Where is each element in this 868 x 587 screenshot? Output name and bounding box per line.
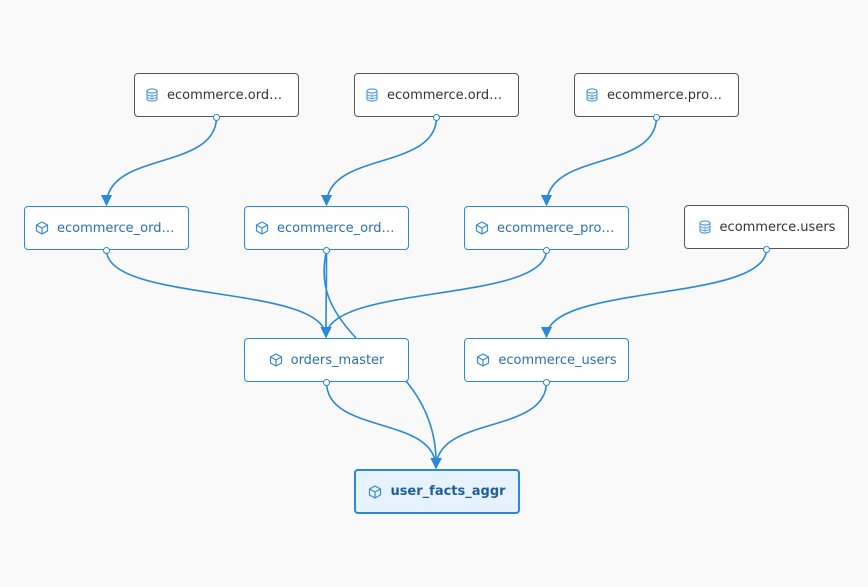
node-src-orders[interactable]: ecommerce.orders bbox=[354, 73, 519, 117]
node-user-facts-aggr[interactable]: user_facts_aggr bbox=[354, 469, 520, 514]
cube-icon bbox=[35, 221, 49, 235]
node-stg-products[interactable]: ecommerce_prod… bbox=[464, 206, 629, 250]
output-port[interactable] bbox=[103, 246, 110, 254]
node-orders-master[interactable]: orders_master bbox=[244, 338, 409, 382]
edge-src_order_items-to-stg_order_items bbox=[100, 116, 218, 207]
node-label: ecommerce.users bbox=[719, 219, 836, 235]
output-port[interactable] bbox=[213, 113, 220, 121]
node-stg-order-items[interactable]: ecommerce_order… bbox=[24, 206, 189, 250]
node-stg-users[interactable]: ecommerce_users bbox=[464, 338, 629, 382]
node-label: ecommerce.prod… bbox=[607, 87, 728, 103]
node-label: ecommerce_users bbox=[498, 352, 617, 368]
cube-icon bbox=[475, 221, 489, 235]
database-icon bbox=[585, 88, 599, 102]
edge-stg_orders-to-user_facts_aggr bbox=[323, 248, 436, 468]
node-label: orders_master bbox=[290, 352, 385, 368]
node-src-order-items[interactable]: ecommerce.order… bbox=[134, 73, 299, 117]
edge-stg_order_items-to-orders_master bbox=[105, 249, 332, 339]
edge-src_products-to-stg_products bbox=[540, 116, 658, 207]
output-port[interactable] bbox=[543, 378, 550, 386]
edge-src_orders-to-stg_orders bbox=[320, 116, 438, 207]
output-port[interactable] bbox=[433, 113, 440, 121]
edge-stg_users-to-user_facts_aggr bbox=[430, 381, 548, 470]
output-port[interactable] bbox=[543, 246, 550, 254]
cube-icon bbox=[368, 484, 382, 499]
database-icon bbox=[145, 88, 159, 102]
node-label: ecommerce_orders bbox=[277, 220, 398, 236]
node-src-users[interactable]: ecommerce.users bbox=[684, 205, 849, 249]
cube-icon bbox=[269, 353, 283, 367]
database-icon bbox=[365, 88, 379, 102]
cube-icon bbox=[476, 353, 490, 367]
edge-src_users-to-stg_users bbox=[540, 248, 768, 339]
edge-orders_master-to-user_facts_aggr bbox=[325, 381, 442, 470]
node-label: ecommerce.orders bbox=[387, 87, 508, 103]
cube-icon bbox=[255, 221, 269, 235]
output-port[interactable] bbox=[323, 378, 330, 386]
node-label: ecommerce_prod… bbox=[497, 220, 618, 236]
database-icon bbox=[698, 220, 712, 234]
node-stg-orders[interactable]: ecommerce_orders bbox=[244, 206, 409, 250]
output-port[interactable] bbox=[763, 245, 770, 253]
edge-stg_products-to-orders_master bbox=[320, 249, 548, 339]
node-label: ecommerce.order… bbox=[167, 87, 288, 103]
node-label: user_facts_aggr bbox=[390, 484, 506, 499]
edge-stg_orders-to-orders_master bbox=[320, 249, 332, 339]
output-port[interactable] bbox=[653, 113, 660, 121]
node-label: ecommerce_order… bbox=[57, 220, 178, 236]
output-port[interactable] bbox=[323, 246, 330, 254]
node-src-products[interactable]: ecommerce.prod… bbox=[574, 73, 739, 117]
